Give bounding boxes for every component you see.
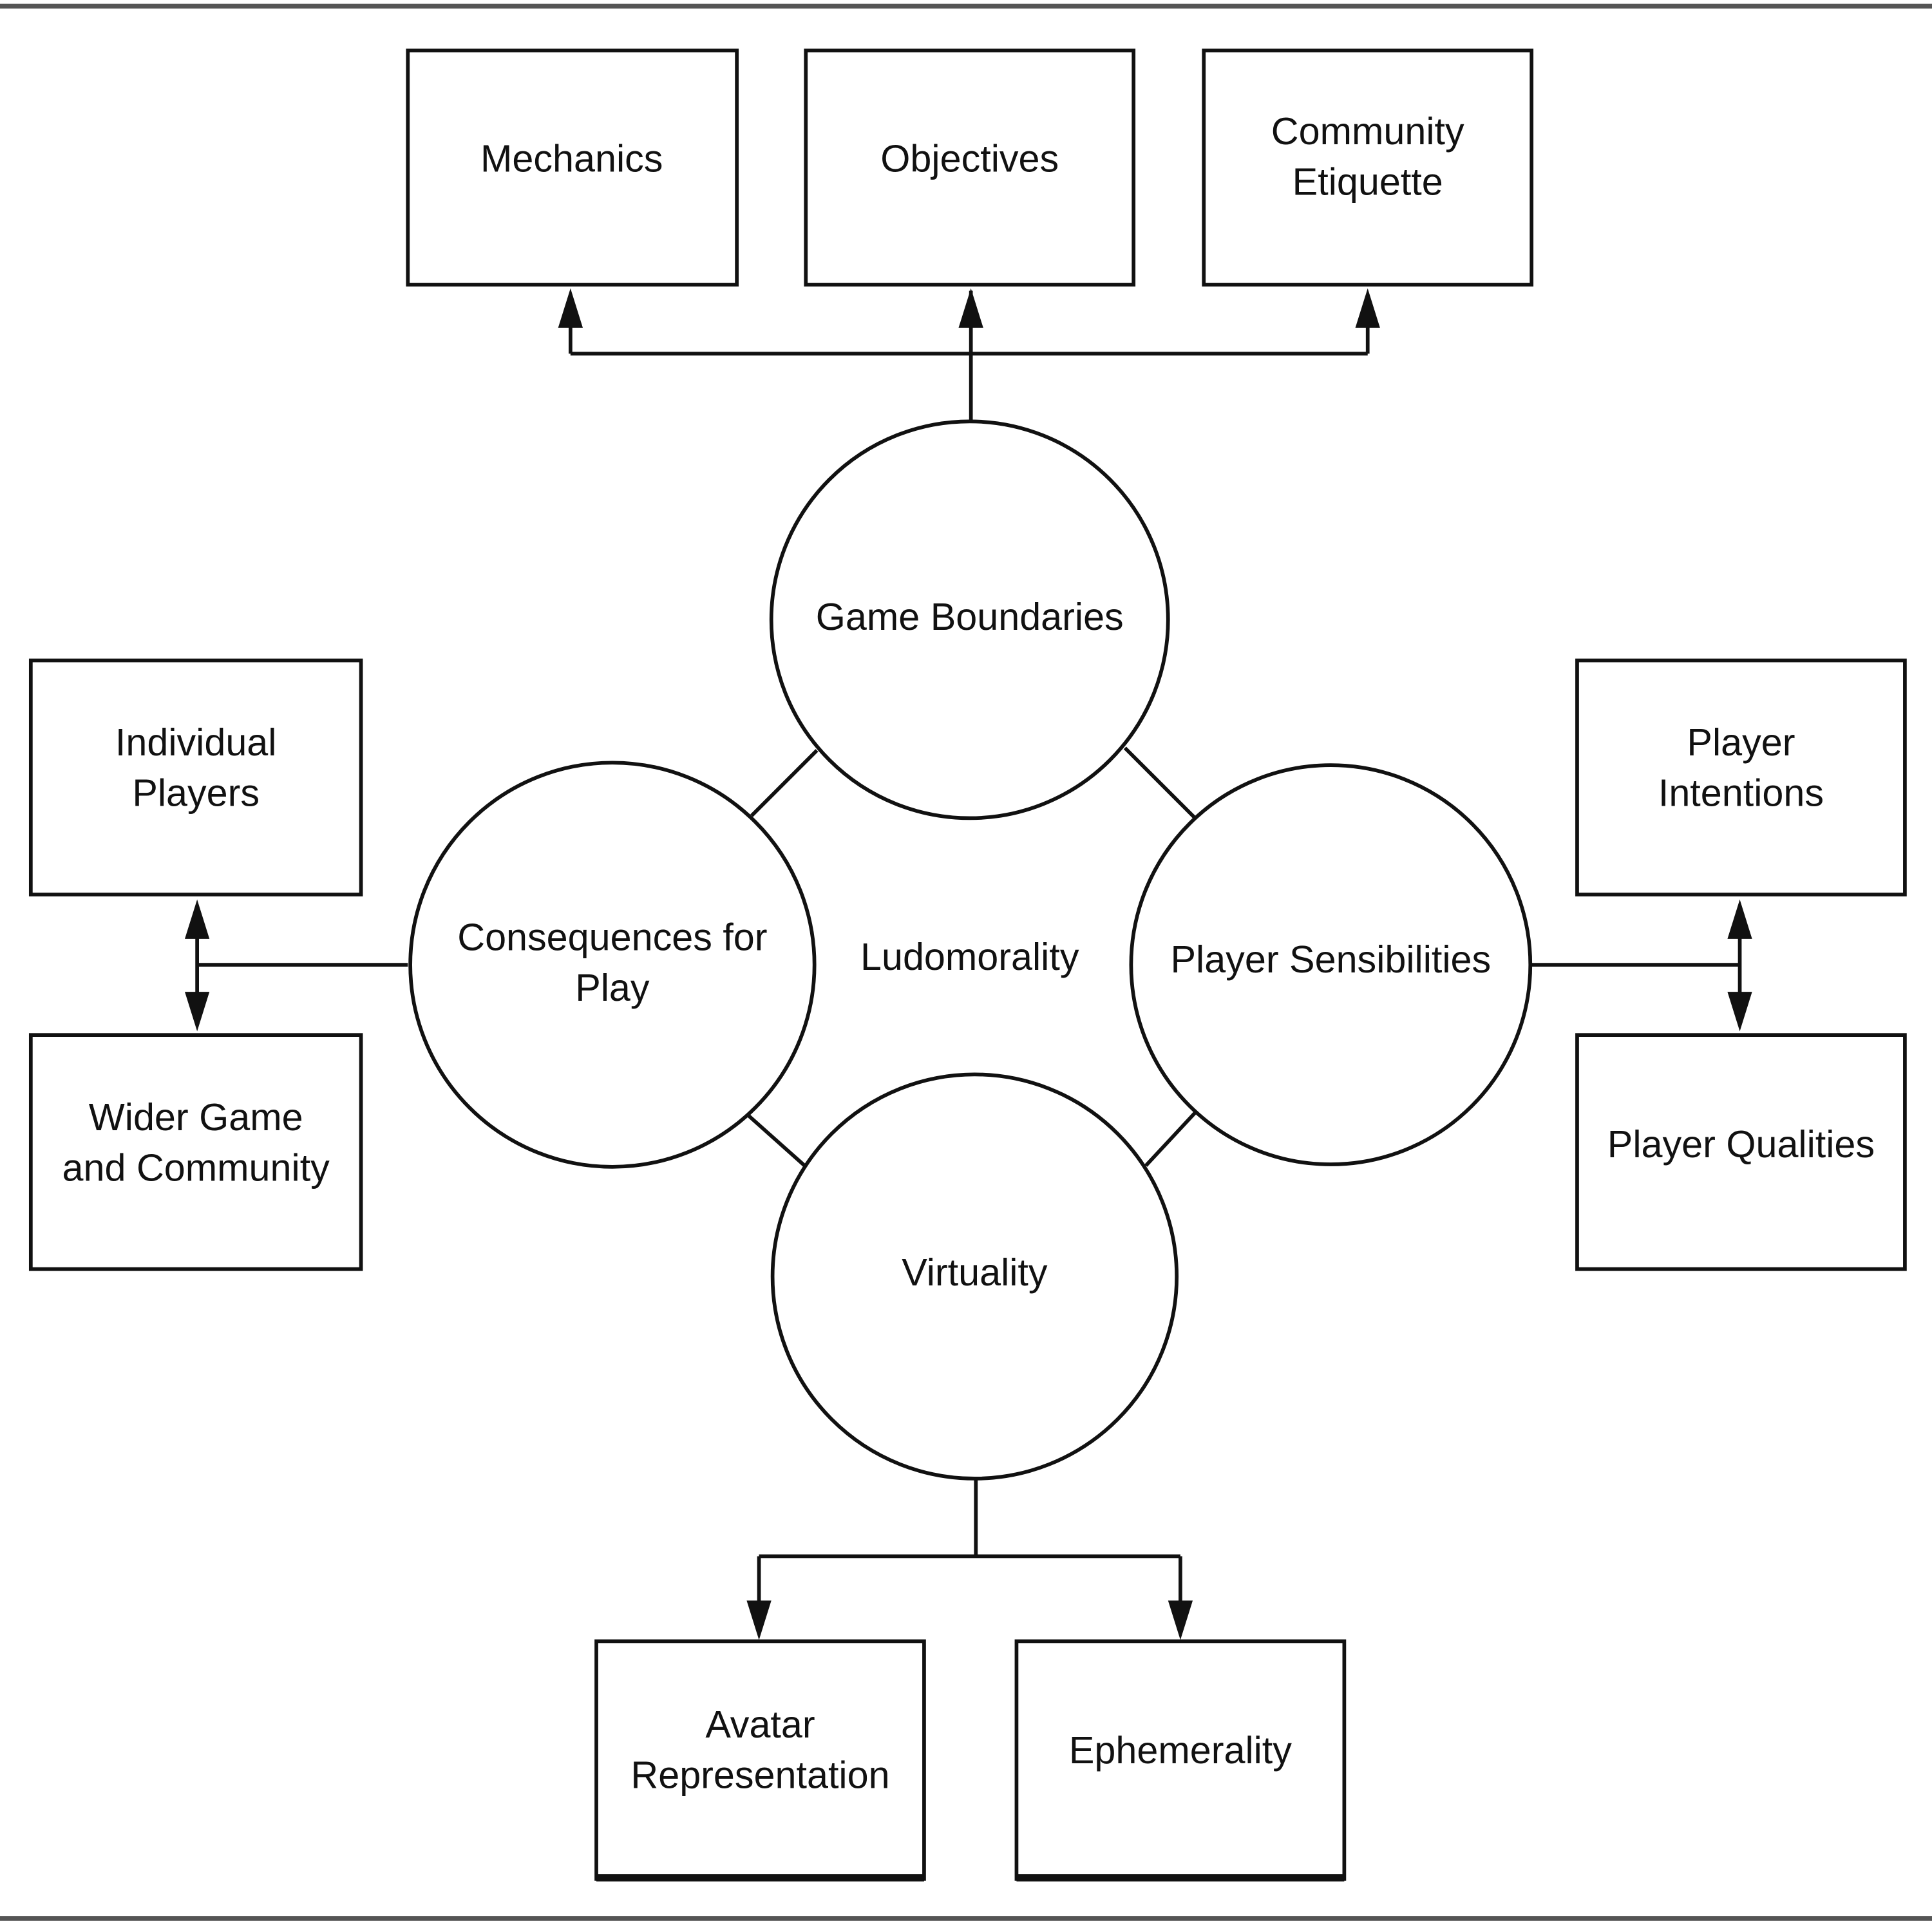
box-label: Community xyxy=(1271,109,1464,153)
top-connectors xyxy=(558,288,1380,423)
circle-label: Play xyxy=(575,966,650,1009)
circle-game-boundaries: Game Boundaries xyxy=(769,419,1170,820)
circle-label: Consequences for xyxy=(457,915,767,958)
box-label: Ephemerality xyxy=(1069,1728,1292,1772)
center-label-ludomorality: Ludomorality xyxy=(860,935,1079,978)
bottom-connectors xyxy=(746,1476,1193,1640)
box-label: Representation xyxy=(630,1754,889,1797)
box-label: Etiquette xyxy=(1293,160,1443,204)
box-wider-game-community: Wider Game and Community xyxy=(28,1033,363,1271)
circle-label: Game Boundaries xyxy=(816,595,1124,638)
box-individual-players: Individual Players xyxy=(28,658,363,896)
box-label: Mechanics xyxy=(480,137,663,180)
box-label: Player xyxy=(1687,721,1795,764)
circle-links xyxy=(746,746,1197,1168)
circle-label: Virtuality xyxy=(902,1251,1048,1294)
box-label: Avatar xyxy=(705,1703,815,1746)
circle-virtuality: Virtuality xyxy=(770,1072,1179,1481)
box-label: Wider Game xyxy=(89,1095,303,1139)
box-community-etiquette: Community Etiquette xyxy=(1202,48,1534,287)
circle-label: Player Sensibilities xyxy=(1170,938,1491,981)
circle-consequences-for-play: Consequences for Play xyxy=(408,761,817,1169)
box-label: Objectives xyxy=(880,137,1059,180)
box-player-qualities: Player Qualities xyxy=(1575,1033,1907,1271)
box-label: Intentions xyxy=(1658,772,1824,815)
box-avatar-representation: Avatar Representation xyxy=(594,1639,926,1882)
box-label: Players xyxy=(132,772,260,815)
box-label: Individual xyxy=(115,721,277,764)
box-label: Player Qualities xyxy=(1607,1122,1875,1166)
right-connectors xyxy=(1531,899,1752,1032)
box-objectives: Objectives xyxy=(804,48,1136,287)
left-connectors xyxy=(184,899,408,1032)
box-label: and Community xyxy=(62,1146,330,1189)
circle-player-sensibilities: Player Sensibilities xyxy=(1129,763,1533,1166)
box-ephemerality: Ephemerality xyxy=(1014,1639,1347,1882)
box-player-intentions: Player Intentions xyxy=(1575,658,1907,896)
box-mechanics: Mechanics xyxy=(406,48,739,287)
